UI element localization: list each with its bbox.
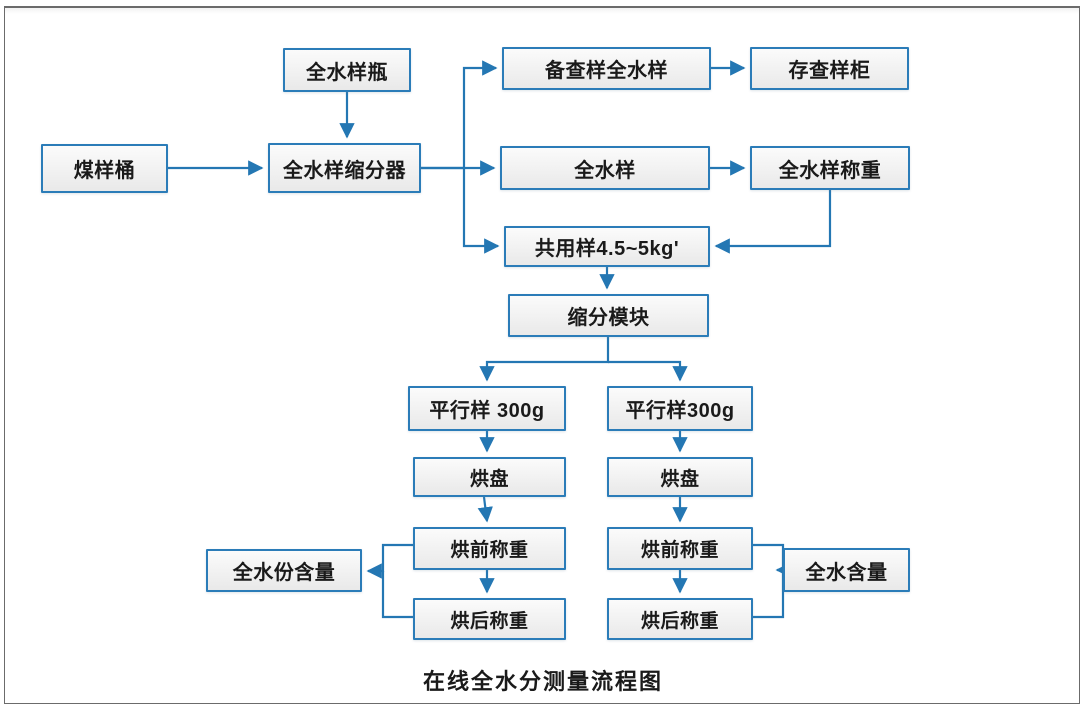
diagram-caption: 在线全水分测量流程图 [422,669,663,694]
node-division-module[interactable]: 缩分模块 [508,294,709,337]
node-parallel-sample-left[interactable]: 平行样 300g [408,386,566,431]
node-full-moisture-divider[interactable]: 全水样缩分器 [268,143,421,193]
node-baking-tray-left[interactable]: 烘盘 [413,457,566,497]
node-reserve-cabinet[interactable]: 存查样柜 [750,47,909,90]
node-full-moisture-sample[interactable]: 全水样 [500,146,710,190]
node-total-moisture-content-right[interactable]: 全水含量 [783,548,910,592]
node-full-sample-weighing[interactable]: 全水样称重 [750,146,910,190]
node-full-moisture-bottle[interactable]: 全水样瓶 [283,48,411,92]
node-pre-bake-weighing-right[interactable]: 烘前称重 [607,527,753,570]
node-shared-sample[interactable]: 共用样4.5~5kg' [504,226,710,267]
node-baking-tray-right[interactable]: 烘盘 [607,457,753,497]
frame-top-shade [5,8,1079,14]
node-total-moisture-content-left[interactable]: 全水份含量 [206,549,362,592]
node-reserve-full-sample[interactable]: 备查样全水样 [502,47,711,90]
node-pre-bake-weighing-left[interactable]: 烘前称重 [413,527,566,570]
node-coal-sample-barrel[interactable]: 煤样桶 [41,144,168,193]
node-parallel-sample-right[interactable]: 平行样300g [607,386,753,431]
node-post-bake-weighing-left[interactable]: 烘后称重 [413,598,566,640]
node-post-bake-weighing-right[interactable]: 烘后称重 [607,598,753,640]
